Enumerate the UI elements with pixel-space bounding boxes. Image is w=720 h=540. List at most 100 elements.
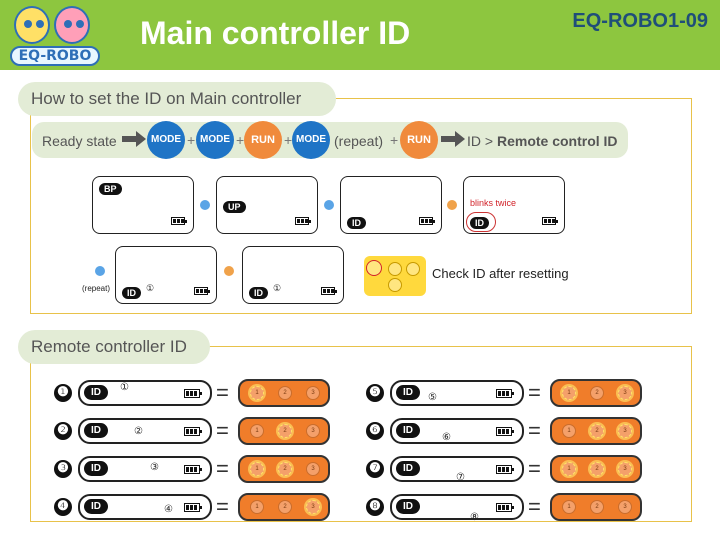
mode-mini-icon [95, 266, 105, 276]
dial-on-icon: 2 [278, 424, 292, 438]
robot-face-icon [54, 6, 90, 44]
id-badge: ID [249, 287, 268, 299]
id-number: ⑧ [470, 512, 479, 523]
id-number: ⑥ [442, 432, 451, 443]
row-number: ❻ [366, 422, 384, 440]
remote-lcd: ID ⑥ [390, 418, 524, 444]
dial-on-icon: 3 [306, 500, 320, 514]
battery-icon [542, 217, 558, 225]
equals-sign: = [216, 494, 229, 519]
id-badge: ID [84, 385, 108, 400]
battery-icon [171, 217, 187, 225]
id-number: ⑤ [428, 392, 437, 403]
ready-state-label: Ready state [42, 133, 117, 149]
lcd-panel-up: UP [216, 176, 318, 234]
page-title: Main controller ID [140, 15, 411, 51]
dial-off-icon: 1 [562, 500, 576, 514]
lcd-panel-id-1-confirmed: ID ① [242, 246, 344, 304]
bp-badge: BP [99, 183, 122, 195]
dial-on-icon: 2 [590, 462, 604, 476]
dial-on-icon: 1 [562, 462, 576, 476]
dial-off-icon: 3 [306, 386, 320, 400]
row-number: ❺ [366, 384, 384, 402]
run-mini-icon [224, 266, 234, 276]
up-badge: UP [223, 201, 246, 213]
dial-on-icon: 1 [250, 386, 264, 400]
header-bar [0, 0, 720, 70]
battery-icon [184, 503, 202, 512]
battery-icon [184, 427, 202, 436]
id-badge: ID [396, 499, 420, 514]
id-badge: ID [122, 287, 141, 299]
id-number: ① [273, 283, 282, 293]
document-code: EQ-ROBO1-09 [572, 10, 708, 32]
equals-sign: = [216, 380, 229, 405]
remote-lcd: ID ⑧ [390, 494, 524, 523]
logo-text: EQ-ROBO [10, 46, 100, 66]
repeat-small-label: (repeat) [82, 284, 111, 293]
dial-off-icon: 3 [306, 424, 320, 438]
dial-on-icon: 3 [618, 386, 632, 400]
id-number: ⑦ [456, 472, 465, 483]
id-badge: ID [396, 461, 420, 476]
battery-icon [496, 427, 514, 436]
right-arrow-icon [441, 131, 465, 147]
battery-icon [184, 465, 202, 474]
plus-sign: + [390, 132, 399, 148]
row-number: ❹ [54, 498, 72, 516]
highlight-ring [466, 212, 496, 232]
battery-icon [184, 389, 202, 398]
id-badge: ID [84, 461, 108, 476]
run-button-icon: RUN [400, 121, 438, 159]
plus-sign: + [284, 132, 293, 148]
section-label-main-id: How to set the ID on Main controller [18, 82, 336, 116]
dial-on-icon: 3 [618, 424, 632, 438]
dial-off-icon: 3 [618, 500, 632, 514]
id-badge: ID [347, 217, 366, 229]
section-label-remote-id: Remote controller ID [18, 330, 210, 364]
equals-sign: = [528, 456, 541, 481]
eq-robo-logo: EQ-ROBO [4, 4, 100, 66]
run-button-icon: RUN [244, 121, 282, 159]
equals-sign: = [528, 380, 541, 405]
battery-icon [496, 465, 514, 474]
blinks-twice-note: blinks twice [470, 198, 517, 208]
dial-off-icon: 1 [562, 424, 576, 438]
dial-off-icon: 1 [250, 500, 264, 514]
row-number: ❽ [366, 498, 384, 516]
mode-button-icon: MODE [196, 121, 234, 159]
lcd-panel-bp: BP [92, 176, 194, 234]
equals-sign: = [528, 494, 541, 519]
plus-sign: + [187, 132, 196, 148]
row-number: ❸ [54, 460, 72, 478]
dial-off-icon: 2 [590, 500, 604, 514]
mode-button-icon: MODE [292, 121, 330, 159]
result-label: ID > Remote control ID [467, 133, 618, 149]
dial-on-icon: 1 [562, 386, 576, 400]
equals-sign: = [216, 418, 229, 443]
dial-on-icon: 2 [278, 462, 292, 476]
equals-sign: = [216, 456, 229, 481]
robot-face-icon [14, 6, 50, 44]
remote-lcd: ID ⑦ [390, 456, 524, 483]
dial-off-icon: 1 [250, 424, 264, 438]
plus-sign: + [236, 132, 245, 148]
battery-icon [496, 389, 514, 398]
row-number: ❶ [54, 384, 72, 402]
run-mini-icon [447, 200, 457, 210]
battery-icon [194, 287, 210, 295]
right-arrow-icon [122, 131, 146, 147]
battery-icon [419, 217, 435, 225]
id-badge: ID [396, 423, 420, 438]
